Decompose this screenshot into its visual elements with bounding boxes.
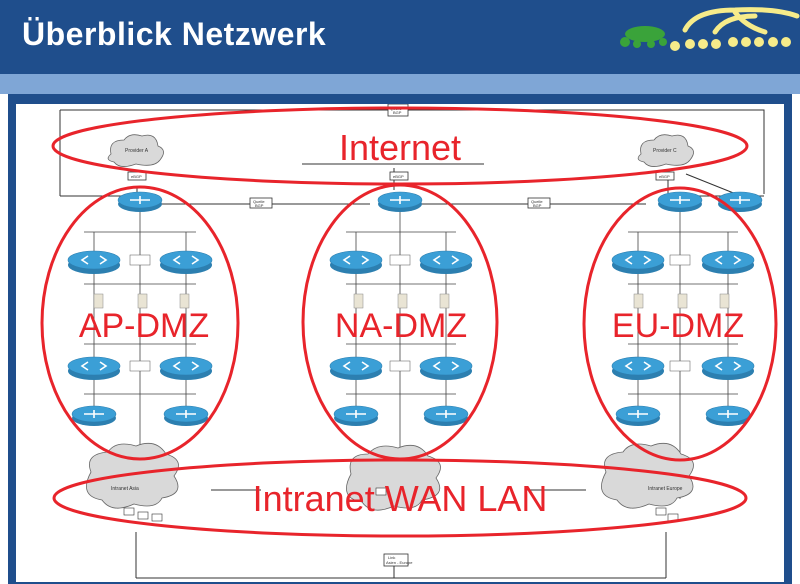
- ap-inner-firewall-left: [67, 356, 121, 376]
- intranet-ellipse: [52, 458, 748, 538]
- provider-a-cloud: [107, 134, 164, 167]
- eu-server-c: [719, 293, 730, 309]
- eu-edge-router-arrows: [670, 196, 690, 204]
- na-server-b: [397, 293, 408, 309]
- intranet-europe-label: Intranet Europe: [648, 486, 683, 492]
- eu-dmz-label: EU-DMZ: [612, 307, 744, 345]
- eu-core-router-left-arrows: [628, 410, 648, 418]
- na-inner-firewall-left: [329, 356, 383, 376]
- svg-text:eBGP: eBGP: [131, 174, 142, 179]
- ap-firewall-right: [159, 250, 213, 270]
- eu-firewall-left-arrows: [624, 255, 652, 265]
- eu-inner-firewall-left-arrows: [624, 361, 652, 371]
- eu-firewall-right-arrows: [714, 255, 742, 265]
- header-accent-band: [0, 74, 800, 94]
- na-inner-firewall-right: [419, 356, 473, 376]
- provider-c-label: Provider C: [653, 148, 677, 154]
- svg-text:BGP: BGP: [533, 203, 542, 208]
- intranet-asia-label: Intranet Asia: [111, 486, 139, 492]
- ap-sync-box: [129, 254, 151, 266]
- svg-text:Link: Link: [388, 555, 395, 560]
- eu-dmz-ellipse: [582, 186, 778, 462]
- na-server-c: [439, 293, 450, 309]
- bug-tree-logo-icon: [620, 7, 800, 51]
- provider-c-cloud: [637, 134, 694, 167]
- eu-server-a: [633, 293, 644, 309]
- eu-sync-box: [669, 254, 691, 266]
- svg-text:Asien - Europe: Asien - Europe: [386, 560, 413, 565]
- internet-label: Internet: [339, 127, 461, 168]
- na-inner-firewall-left-arrows: [342, 361, 370, 371]
- ap-inner-firewall-right: [159, 356, 213, 376]
- na-firewall-left-arrows: [342, 255, 370, 265]
- ap-server-a: [93, 293, 104, 309]
- eu-firewall-right: [701, 250, 755, 270]
- intranet-asia-cloud: [86, 442, 179, 509]
- eu-inner-firewall-right: [701, 356, 755, 376]
- eu-core-router-right-arrows: [718, 410, 738, 418]
- ap-firewall-left: [67, 250, 121, 270]
- na-server-a: [353, 293, 364, 309]
- ap-dmz-ellipse: [40, 185, 240, 461]
- eu-firewall-left: [611, 250, 665, 270]
- ap-core-router-right-arrows: [176, 410, 196, 418]
- svg-text:Quelle: Quelle: [253, 199, 265, 204]
- na-firewall-right: [419, 250, 473, 270]
- ap-edge-router-arrows: [130, 196, 150, 204]
- ap-inner-firewall-left-arrows: [80, 361, 108, 371]
- eu-inner-firewall-right-arrows: [714, 361, 742, 371]
- eu-inner-firewall-left: [611, 356, 665, 376]
- na-core-router-right-arrows: [436, 410, 456, 418]
- ap-inner-sync-box: [129, 360, 151, 372]
- na-edge-router-arrows: [390, 196, 410, 204]
- eu-inner-sync-box: [669, 360, 691, 372]
- ap-firewall-right-arrows: [172, 255, 200, 265]
- na-inner-firewall-right-arrows: [432, 361, 460, 371]
- eu-extra-router-arrows: [730, 196, 750, 204]
- page-title: Überblick Netzwerk: [22, 16, 327, 52]
- eu-server-b: [677, 293, 688, 309]
- ap-core-router-left-arrows: [84, 410, 104, 418]
- ap-firewall-left-arrows: [80, 255, 108, 265]
- ap-dmz-label: AP-DMZ: [79, 307, 209, 345]
- provider-a-label: Provider A: [125, 148, 149, 154]
- na-inner-sync-box: [389, 360, 411, 372]
- na-dmz-label: NA-DMZ: [335, 307, 467, 345]
- na-sync-box: [389, 254, 411, 266]
- svg-text:BGP: BGP: [255, 203, 264, 208]
- svg-text:eBGP: eBGP: [659, 174, 670, 179]
- svg-text:eBGP: eBGP: [393, 174, 404, 179]
- ap-server-c: [179, 293, 190, 309]
- na-firewall-left: [329, 250, 383, 270]
- na-core-router-left-arrows: [346, 410, 366, 418]
- ap-inner-firewall-right-arrows: [172, 361, 200, 371]
- svg-text:Quelle: Quelle: [531, 199, 543, 204]
- title-bar: [0, 0, 800, 74]
- na-firewall-right-arrows: [432, 255, 460, 265]
- intranet-label: Intranet WAN LAN: [253, 478, 548, 519]
- ap-server-b: [137, 293, 148, 309]
- svg-text:BGP: BGP: [393, 110, 402, 115]
